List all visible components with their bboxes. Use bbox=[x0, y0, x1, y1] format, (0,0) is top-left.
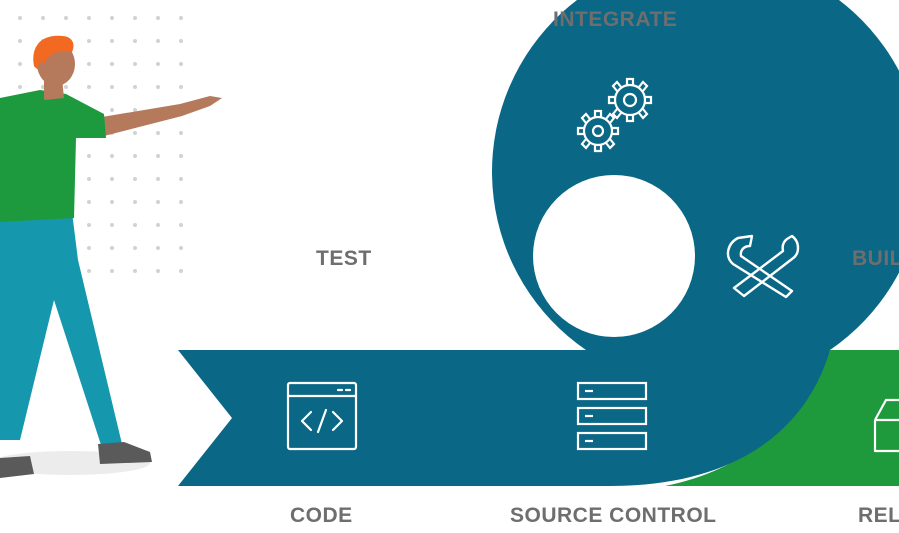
background-dot bbox=[133, 108, 137, 112]
background-dot bbox=[179, 85, 183, 89]
background-dot bbox=[110, 62, 114, 66]
background-dot bbox=[133, 85, 137, 89]
background-dot bbox=[87, 39, 91, 43]
stage-label-code: CODE bbox=[290, 504, 353, 527]
background-dot bbox=[133, 131, 137, 135]
server-stack-icon bbox=[576, 381, 648, 451]
background-dot bbox=[18, 85, 22, 89]
box-icon bbox=[873, 398, 899, 453]
background-dot bbox=[156, 223, 160, 227]
background-dot bbox=[133, 177, 137, 181]
background-dot bbox=[179, 154, 183, 158]
pointing-person-illustration bbox=[0, 35, 222, 478]
background-dot bbox=[64, 85, 68, 89]
background-dot bbox=[179, 131, 183, 135]
background-dot bbox=[87, 246, 91, 250]
background-dot bbox=[87, 177, 91, 181]
background-dot bbox=[133, 16, 137, 20]
background-dot bbox=[110, 85, 114, 89]
background-dot bbox=[156, 16, 160, 20]
background-dot bbox=[87, 200, 91, 204]
background-dot bbox=[110, 246, 114, 250]
background-dot bbox=[179, 177, 183, 181]
background-dot bbox=[179, 223, 183, 227]
code-window-icon bbox=[286, 381, 358, 451]
gears-icon bbox=[576, 77, 653, 153]
release-band bbox=[665, 350, 899, 486]
stage-label-source-control: SOURCE CONTROL bbox=[510, 504, 717, 527]
stage-label-integrate: INTEGRATE bbox=[553, 8, 678, 31]
background-dot bbox=[179, 200, 183, 204]
background-dot bbox=[64, 16, 68, 20]
background-dot bbox=[110, 39, 114, 43]
background-dot bbox=[179, 62, 183, 66]
background-dot bbox=[133, 39, 137, 43]
background-dot bbox=[87, 223, 91, 227]
background-dot bbox=[156, 131, 160, 135]
background-dot bbox=[133, 200, 137, 204]
background-dot bbox=[133, 269, 137, 273]
background-dot bbox=[156, 200, 160, 204]
background-dot bbox=[133, 223, 137, 227]
background-dot bbox=[110, 108, 114, 112]
background-dot bbox=[156, 85, 160, 89]
loop-center-hole bbox=[533, 175, 695, 337]
background-dot bbox=[41, 16, 45, 20]
background-dot bbox=[133, 62, 137, 66]
clipboard-icon bbox=[442, 226, 494, 301]
stage-label-build: BUIL bbox=[852, 247, 899, 270]
background-dot bbox=[110, 16, 114, 20]
background-dot bbox=[87, 154, 91, 158]
background-dot bbox=[179, 39, 183, 43]
background-dot bbox=[110, 200, 114, 204]
background-dot bbox=[156, 39, 160, 43]
wrench-tools-icon bbox=[726, 234, 800, 299]
background-dot bbox=[156, 269, 160, 273]
background-dot bbox=[87, 62, 91, 66]
background-dot bbox=[110, 177, 114, 181]
background-dot bbox=[110, 154, 114, 158]
background-dot bbox=[87, 16, 91, 20]
background-dot bbox=[18, 39, 22, 43]
background-dot bbox=[179, 246, 183, 250]
stage-label-test: TEST bbox=[316, 247, 372, 270]
stage-label-release: REL bbox=[858, 504, 899, 527]
background-dot bbox=[156, 177, 160, 181]
background-dot bbox=[110, 269, 114, 273]
background-dot bbox=[156, 246, 160, 250]
background-dot bbox=[179, 269, 183, 273]
background-dot bbox=[179, 16, 183, 20]
background-dot bbox=[87, 85, 91, 89]
background-dot bbox=[18, 62, 22, 66]
background-dot bbox=[156, 62, 160, 66]
background-dot bbox=[156, 154, 160, 158]
background-dot bbox=[87, 269, 91, 273]
background-dot bbox=[133, 154, 137, 158]
background-dot bbox=[133, 246, 137, 250]
background-dot bbox=[110, 223, 114, 227]
background-dot bbox=[18, 16, 22, 20]
